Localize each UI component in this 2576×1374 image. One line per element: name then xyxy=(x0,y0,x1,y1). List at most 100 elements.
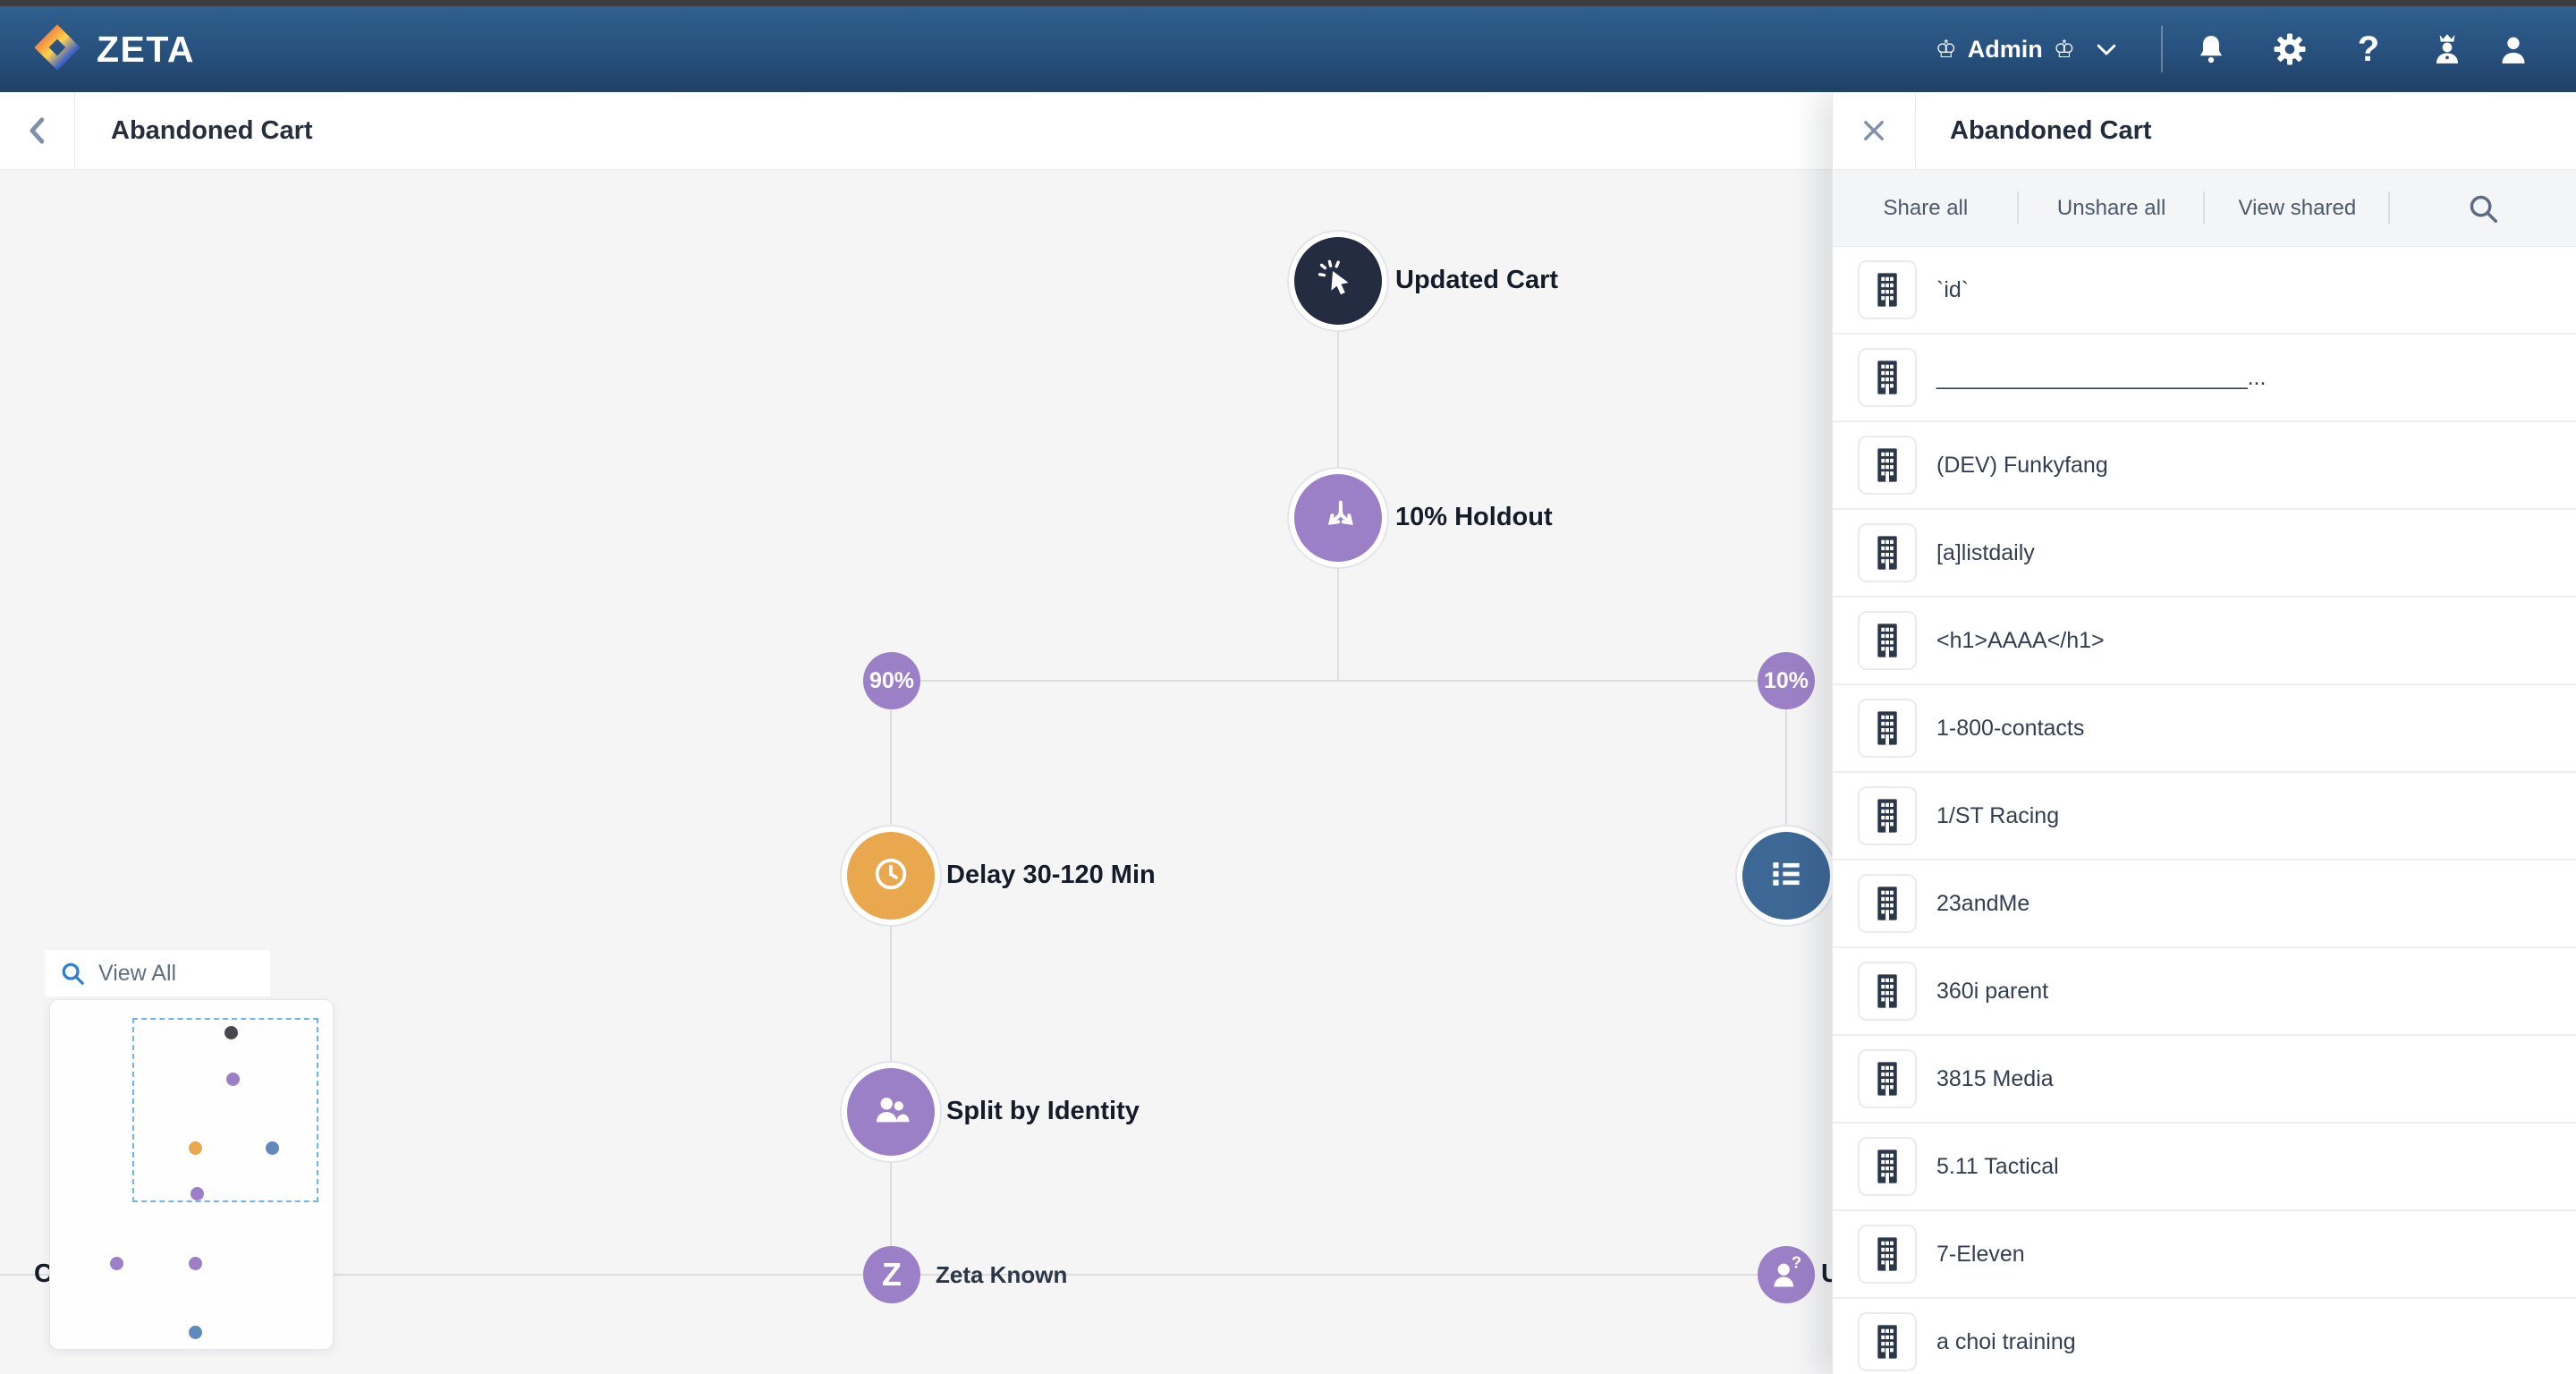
account-name: (DEV) Funkyfang xyxy=(1936,452,2108,478)
connector-line xyxy=(892,680,1787,682)
account-row[interactable]: [a]listdaily xyxy=(1833,510,2576,598)
account-name: 23andMe xyxy=(1936,890,2030,916)
share-toolbar: Share all Unshare all View shared xyxy=(1833,170,2576,247)
unshare-all-button[interactable]: Unshare all xyxy=(2019,170,2205,246)
account-icon-box xyxy=(1858,611,1917,670)
minimap[interactable] xyxy=(49,999,334,1350)
close-icon[interactable] xyxy=(1833,92,1915,169)
clock-icon xyxy=(870,853,911,899)
building-icon xyxy=(1871,360,1903,395)
account-name: 1-800-contacts xyxy=(1936,715,2085,741)
building-icon xyxy=(1871,798,1903,834)
search-accounts-button[interactable] xyxy=(2390,170,2576,246)
account-row[interactable]: a choi training xyxy=(1833,1299,2576,1374)
zeta-z-glyph: Z xyxy=(882,1256,902,1293)
node-label-holdout: 10% Holdout xyxy=(1395,503,1553,531)
account-row[interactable]: `id` xyxy=(1833,247,2576,335)
zeta-brand[interactable]: ZETA xyxy=(32,22,195,77)
account-row[interactable]: 5.11 Tactical xyxy=(1833,1124,2576,1211)
node-label-updated-cart: Updated Cart xyxy=(1395,266,1559,294)
building-icon xyxy=(1871,623,1903,658)
profile-user-icon[interactable] xyxy=(2487,21,2540,78)
list-icon xyxy=(1767,854,1806,898)
account-icon-box xyxy=(1858,1312,1917,1371)
minimap-viewport[interactable] xyxy=(132,1018,318,1202)
account-name: _________________________... xyxy=(1936,364,2267,390)
account-row[interactable]: (DEV) Funkyfang xyxy=(1833,422,2576,510)
settings-gear-icon[interactable] xyxy=(2250,21,2329,78)
view-all-button[interactable]: View All xyxy=(45,950,270,997)
node-label-zeta-known: Zeta Known xyxy=(936,1261,1068,1288)
node-unknown[interactable]: ? xyxy=(1758,1246,1815,1303)
building-icon xyxy=(1871,886,1903,921)
person-question-icon: ? xyxy=(1767,1252,1806,1298)
node-holdout[interactable] xyxy=(1287,467,1389,569)
account-icon-box xyxy=(1858,1225,1917,1284)
share-panel-title: Abandoned Cart xyxy=(1950,115,2152,145)
search-icon xyxy=(2466,191,2500,225)
connector-line xyxy=(1785,681,1787,876)
share-all-button[interactable]: Share all xyxy=(1833,170,2019,246)
account-name: 5.11 Tactical xyxy=(1936,1153,2059,1179)
navbar-divider xyxy=(2161,26,2163,72)
account-row[interactable]: _________________________... xyxy=(1833,335,2576,422)
account-name: 360i parent xyxy=(1936,978,2049,1004)
connector-line xyxy=(890,681,892,1276)
king-glyph-left: ♔ xyxy=(1935,35,1957,63)
account-icon-box xyxy=(1858,523,1917,582)
account-row[interactable]: 23andMe xyxy=(1833,861,2576,948)
help-icon[interactable]: ? xyxy=(2329,21,2408,78)
account-name: 7-Eleven xyxy=(1936,1241,2025,1267)
zeta-logo-icon xyxy=(32,22,82,77)
account-icon-box xyxy=(1858,874,1917,933)
node-label-delay: Delay 30-120 Min xyxy=(946,861,1156,889)
account-row[interactable]: 7-Eleven xyxy=(1833,1211,2576,1299)
account-list: `id` xyxy=(1833,247,2576,1374)
badge-90-label: 90% xyxy=(869,667,915,693)
account-name: `id` xyxy=(1936,276,1970,302)
cursor-click-icon xyxy=(1317,258,1360,305)
minimap-node-dot xyxy=(110,1257,123,1270)
node-updated-cart[interactable] xyxy=(1287,230,1389,332)
admin-user-icon[interactable] xyxy=(2408,21,2487,78)
account-row[interactable]: 360i parent xyxy=(1833,948,2576,1036)
panel-header-divider xyxy=(1915,92,1916,169)
node-delay[interactable] xyxy=(840,825,942,927)
node-zeta-known[interactable]: Z xyxy=(863,1246,920,1303)
header-divider xyxy=(74,92,75,169)
account-row[interactable]: 1/ST Racing xyxy=(1833,773,2576,861)
share-panel-header: Abandoned Cart xyxy=(1833,92,2576,170)
king-glyph-right: ♔ xyxy=(2053,35,2075,63)
building-icon xyxy=(1871,272,1903,308)
notifications-bell-icon[interactable] xyxy=(2172,21,2250,78)
building-icon xyxy=(1871,973,1903,1009)
minimap-node-dot xyxy=(225,1026,238,1039)
edge-label-left: C xyxy=(34,1260,53,1288)
back-button[interactable] xyxy=(0,92,74,169)
node-split-identity[interactable] xyxy=(840,1061,942,1163)
badge-10: 10% xyxy=(1758,652,1815,709)
workflow-canvas[interactable]: C Updated Cart xyxy=(0,170,2576,1374)
badge-10-label: 10% xyxy=(1763,667,1809,693)
account-icon-box xyxy=(1858,699,1917,758)
minimap-node-dot xyxy=(189,1141,202,1155)
minimap-node-dot xyxy=(226,1073,240,1086)
account-row[interactable]: 1-800-contacts xyxy=(1833,685,2576,773)
admin-menu[interactable]: ♔ Admin ♔ xyxy=(1936,36,2120,64)
share-panel: Abandoned Cart Share all Unshare all Vie… xyxy=(1832,92,2576,1374)
account-icon-box xyxy=(1858,786,1917,845)
top-navbar: ZETA ♔ Admin ♔ xyxy=(0,6,2576,92)
account-icon-box xyxy=(1858,1049,1917,1108)
account-row[interactable]: <h1>AAAA</h1> xyxy=(1833,598,2576,685)
node-send-list[interactable] xyxy=(1735,825,1837,927)
account-icon-box xyxy=(1858,1137,1917,1196)
badge-90: 90% xyxy=(863,652,920,709)
account-row[interactable]: 3815 Media xyxy=(1833,1036,2576,1124)
account-name: <h1>AAAA</h1> xyxy=(1936,627,2105,653)
people-icon xyxy=(870,1090,911,1135)
view-shared-button[interactable]: View shared xyxy=(2205,170,2391,246)
building-icon xyxy=(1871,1149,1903,1184)
building-icon xyxy=(1871,710,1903,746)
account-icon-box xyxy=(1858,436,1917,495)
